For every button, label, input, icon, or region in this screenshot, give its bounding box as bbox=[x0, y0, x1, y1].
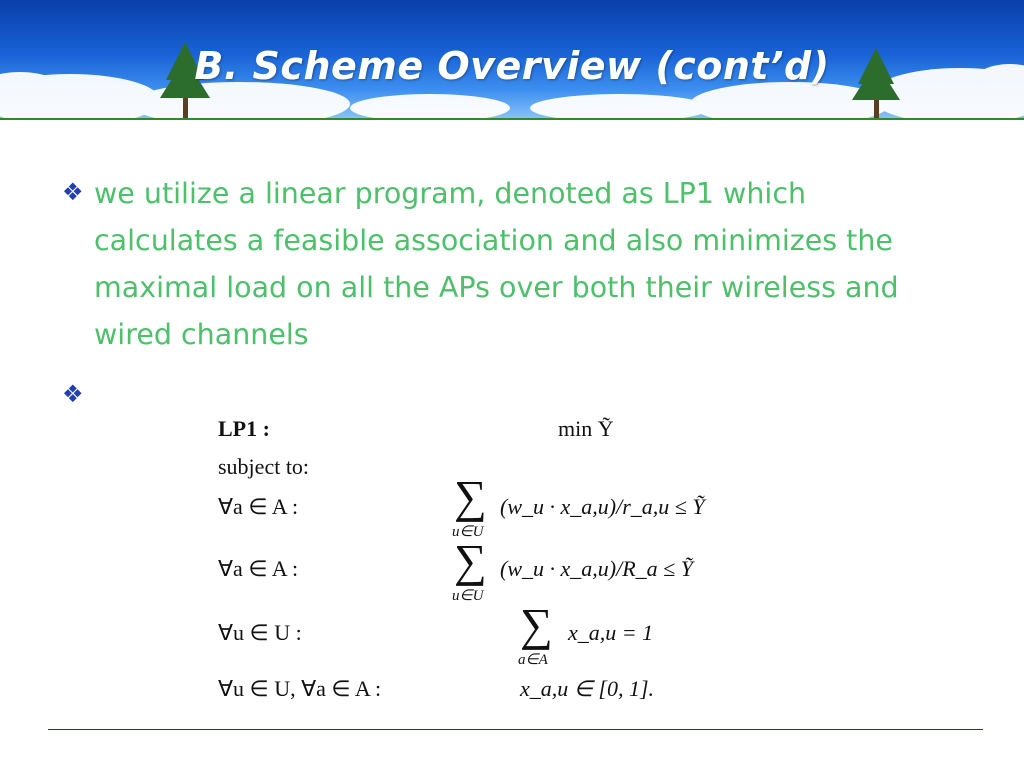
summation-symbol: ∑ bbox=[520, 599, 553, 650]
subject-to-label: subject to: bbox=[218, 454, 310, 479]
lp1-formula: LP1 : min Ỹ subject to: ∀a ∈ A : ∑ u∈U (… bbox=[218, 410, 778, 710]
bullet-item: ❖ bbox=[62, 372, 944, 416]
sum-index: u∈U bbox=[452, 588, 484, 604]
objective: min Ỹ bbox=[558, 416, 614, 441]
sum-index: a∈A bbox=[518, 652, 548, 668]
diamond-bullet-icon: ❖ bbox=[62, 380, 84, 408]
constraint-quantifier: ∀u ∈ U : bbox=[218, 620, 302, 645]
constraint-expression: x_a,u = 1 bbox=[568, 620, 654, 645]
lp-label: LP1 : bbox=[218, 416, 270, 441]
constraint-expression: (w_u · x_a,u)/r_a,u ≤ Ỹ bbox=[500, 494, 705, 519]
slide-title: B. Scheme Overview (cont’d) bbox=[194, 44, 830, 88]
constraint-expression: (w_u · x_a,u)/R_a ≤ Ỹ bbox=[500, 556, 693, 581]
summation-symbol: ∑ bbox=[454, 535, 487, 586]
constraint-quantifier: ∀a ∈ A : bbox=[218, 494, 299, 519]
bullet-item: ❖ we utilize a linear program, denoted a… bbox=[62, 170, 944, 358]
footer-divider bbox=[48, 729, 983, 730]
sum-index: u∈U bbox=[452, 524, 484, 540]
constraint-expression: x_a,u ∈ [0, 1]. bbox=[520, 676, 655, 701]
sky-landscape-graphic bbox=[0, 42, 1024, 120]
slide-header-banner: B. Scheme Overview (cont’d) bbox=[0, 0, 1024, 120]
tree-left bbox=[160, 42, 210, 118]
constraint-quantifier: ∀u ∈ U, ∀a ∈ A : bbox=[218, 676, 382, 701]
tree-right bbox=[852, 48, 900, 118]
constraint-quantifier: ∀a ∈ A : bbox=[218, 556, 299, 581]
diamond-bullet-icon: ❖ bbox=[62, 178, 84, 206]
summation-symbol: ∑ bbox=[454, 471, 487, 522]
bullet-text: we utilize a linear program, denoted as … bbox=[94, 177, 899, 351]
